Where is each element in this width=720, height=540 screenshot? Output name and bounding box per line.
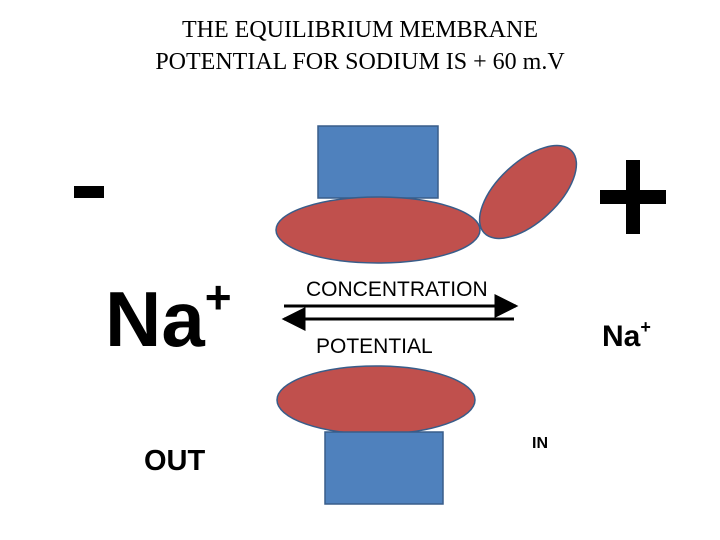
sodium-ion-in: Na+ — [602, 320, 651, 352]
sodium-ion-out: Na+ — [105, 280, 232, 358]
channel-top-blue-block — [318, 126, 438, 198]
concentration-label: CONCENTRATION — [306, 279, 488, 300]
out-label: OUT — [144, 447, 205, 476]
potential-label: POTENTIAL — [316, 336, 433, 357]
channel-bottom-red-gate — [277, 366, 475, 434]
channel-bottom-blue-block — [325, 432, 443, 504]
channel-top-red-gate — [276, 197, 480, 263]
channel-open-gate-tilted — [464, 129, 593, 255]
in-label: IN — [532, 436, 548, 452]
